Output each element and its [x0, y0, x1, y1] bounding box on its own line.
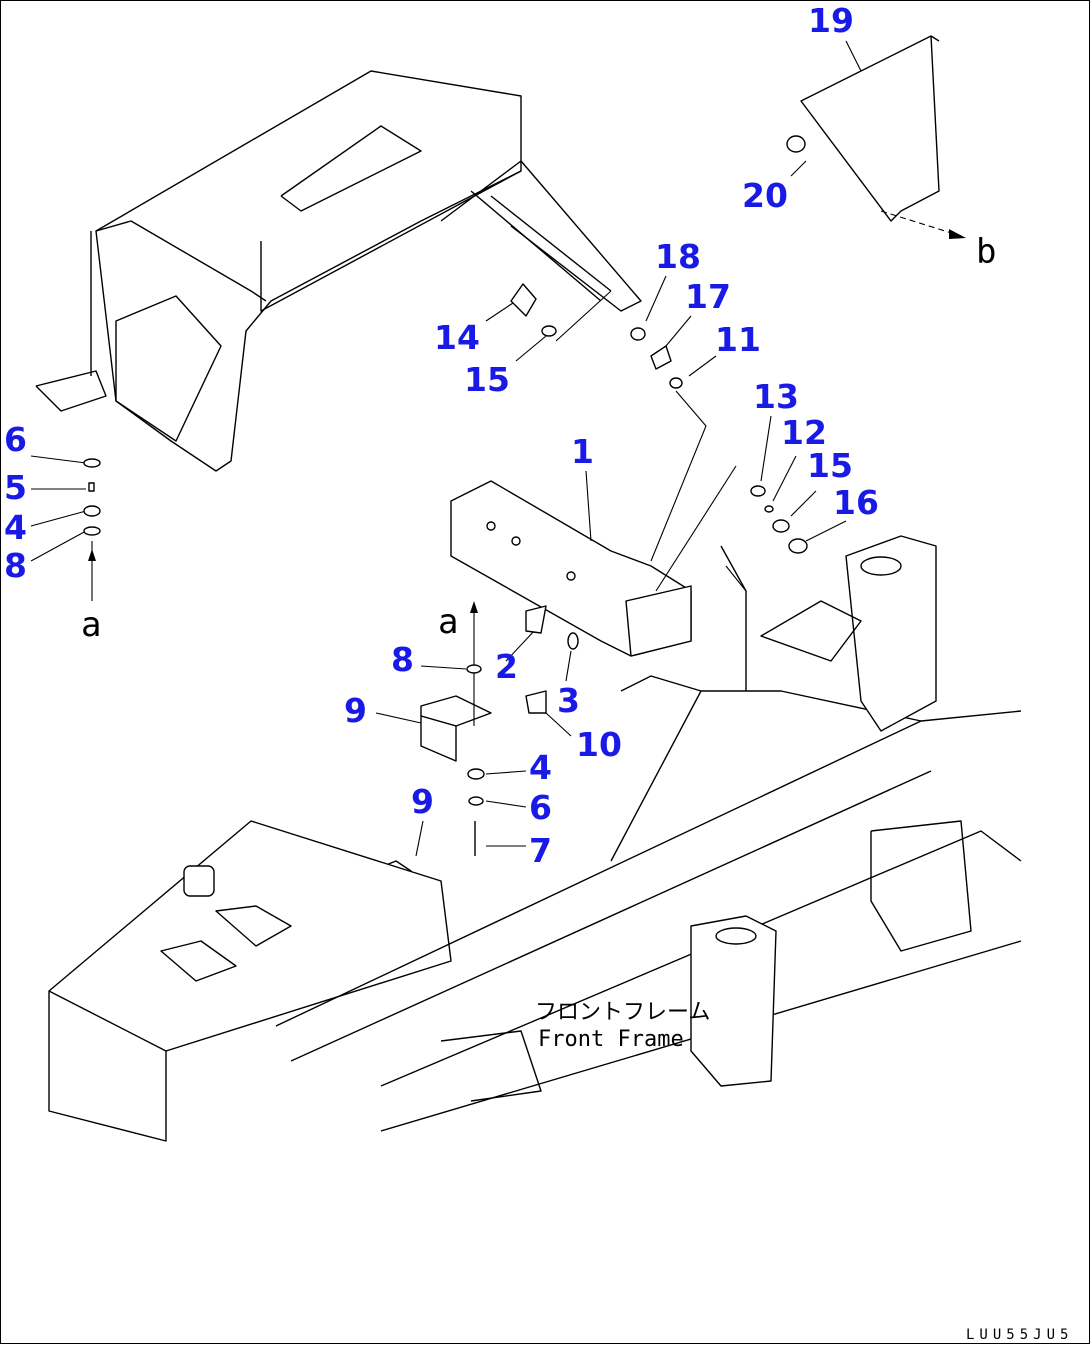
- drawing-code: LUU55JU5: [966, 1327, 1073, 1343]
- callout-16: 16: [833, 483, 879, 522]
- callout-14: 14: [434, 318, 480, 357]
- callout-19: 19: [808, 1, 854, 40]
- callout-15b: 15: [807, 446, 853, 485]
- callout-9: 9: [344, 691, 367, 730]
- callout-13: 13: [753, 377, 799, 416]
- leader-lines: [30, 40, 862, 857]
- callout-17: 17: [685, 277, 731, 316]
- callout-10: 10: [576, 725, 622, 764]
- callout-8: 8: [4, 546, 27, 585]
- callout-20: 20: [742, 176, 788, 215]
- callout-4: 4: [4, 508, 27, 547]
- callout-6b: 6: [529, 788, 552, 827]
- callout-7: 7: [529, 831, 552, 870]
- callout-12: 12: [781, 413, 827, 452]
- bracket-part-1: [450, 480, 692, 657]
- callout-5: 5: [4, 468, 27, 507]
- fender: [35, 70, 642, 472]
- callout-labels: 1 2 3 4 4 5 6 6 7 8 8 9 9 10 11 12 13 14…: [4, 1, 879, 870]
- frame-label-en: Front Frame: [538, 1027, 684, 1052]
- callout-4b: 4: [529, 748, 552, 787]
- callout-8b: 8: [391, 640, 414, 679]
- callout-1: 1: [571, 432, 594, 471]
- callout-6: 6: [4, 420, 27, 459]
- callout-3: 3: [557, 681, 580, 720]
- callout-18: 18: [655, 237, 701, 276]
- ref-b: b: [976, 232, 996, 272]
- ref-a-left: a: [81, 605, 101, 645]
- frame-label-jp: フロントフレーム: [535, 1000, 710, 1025]
- main-frame: [275, 535, 1022, 1132]
- callout-11: 11: [715, 320, 761, 359]
- callout-9b: 9: [411, 782, 434, 821]
- ref-a-center: a: [438, 602, 458, 642]
- mudguard-plate: [800, 35, 966, 239]
- hardware: [83, 135, 808, 856]
- callout-2: 2: [495, 647, 518, 686]
- fuel-tank: [48, 820, 452, 1142]
- callout-15: 15: [464, 360, 510, 399]
